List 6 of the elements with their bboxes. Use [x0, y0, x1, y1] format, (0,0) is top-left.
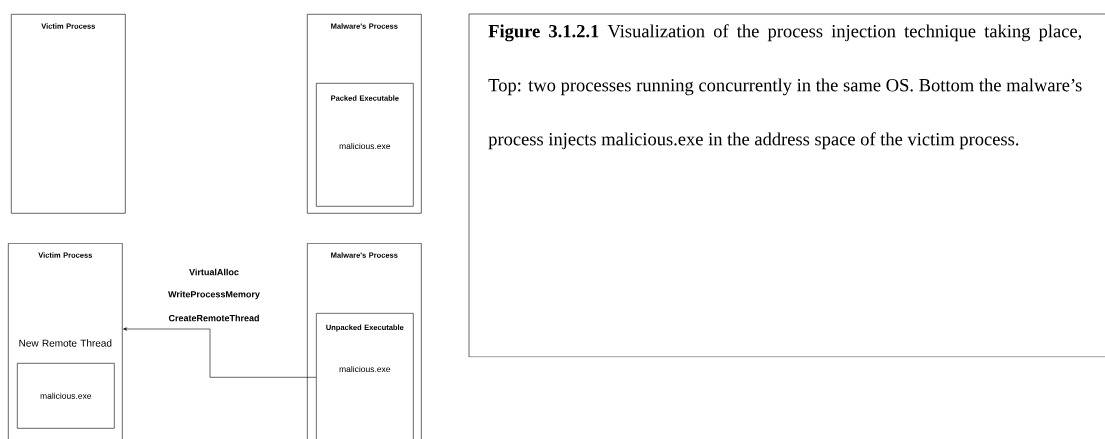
caption-box: Figure 3.1.2.1 Visualization of the process injection technique taking place, Top: two processes running concurrently in the same OS. Bottom the malware’s process injects malicious.exe in the address space of the victim process. [468, 13, 1105, 358]
api-call-label: WriteProcessMemory [168, 290, 260, 300]
arrow [123, 327, 317, 378]
executable-box: malicious.exe [17, 363, 115, 429]
api-call-label: VirtualAlloc [189, 268, 239, 276]
api-call-label: CreateRemoteThread [168, 314, 259, 322]
